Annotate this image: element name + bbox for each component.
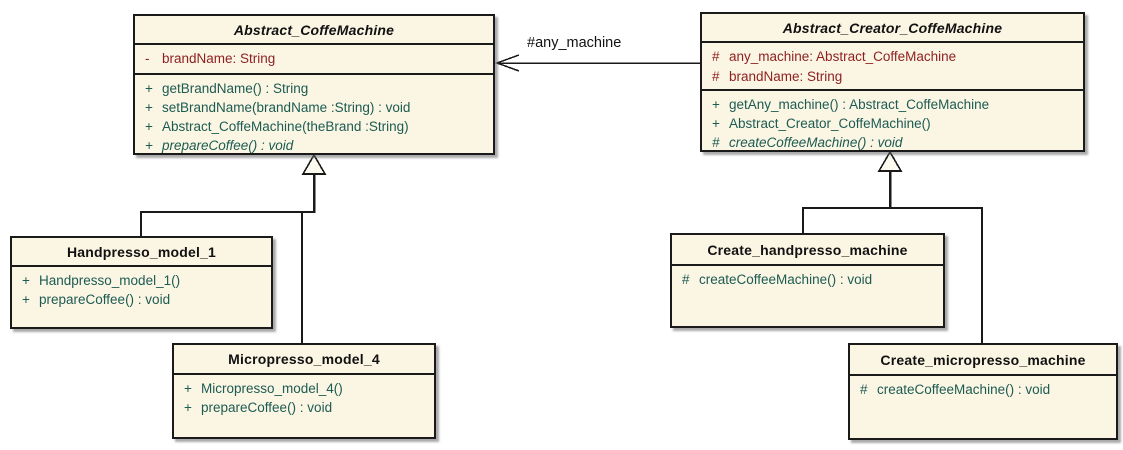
- method-signature: getAny_machine() : Abstract_CoffeMachine: [729, 97, 990, 112]
- methods-compartment: + getAny_machine() : Abstract_CoffeMachi…: [702, 89, 1083, 150]
- generalization-left: [140, 153, 327, 345]
- visibility-marker: +: [184, 381, 192, 396]
- class-title: Abstract_CoffeMachine: [233, 21, 395, 38]
- visibility-marker: #: [682, 272, 690, 287]
- attributes-compartment: # any_machine: Abstract_CoffeMachine # b…: [702, 41, 1083, 89]
- method-row: + prepareCoffee() : void: [12, 290, 271, 309]
- class-box-create-micropresso-machine: Create_micropresso_machine # createCoffe…: [848, 343, 1118, 440]
- attribute-signature: any_machine: Abstract_CoffeMachine: [729, 49, 957, 64]
- class-box-abstract-creator-coffemachine: Abstract_Creator_CoffeMachine # any_mach…: [700, 12, 1085, 152]
- methods-compartment: # createCoffeeMachine() : void: [850, 374, 1116, 438]
- attribute-row: # brandName: String: [702, 67, 1083, 87]
- visibility-marker: +: [145, 119, 153, 134]
- visibility-marker: -: [145, 51, 150, 66]
- method-row-abstract: # createCoffeeMachine() : void: [702, 133, 1083, 150]
- class-box-create-handpresso-machine: Create_handpresso_machine # createCoffee…: [670, 233, 945, 328]
- visibility-marker: +: [145, 100, 153, 115]
- method-signature: prepareCoffee() : void: [201, 400, 333, 415]
- class-title: Micropresso_model_4: [228, 351, 380, 367]
- method-row: # createCoffeeMachine() : void: [850, 380, 1116, 399]
- methods-compartment: + Handpresso_model_1() + prepareCoffee()…: [12, 265, 271, 327]
- method-signature: createCoffeeMachine() : void: [699, 272, 873, 287]
- class-box-micropresso-model-4: Micropresso_model_4 + Micropresso_model_…: [172, 343, 436, 439]
- methods-compartment: + Micropresso_model_4() + prepareCoffee(…: [174, 373, 434, 437]
- visibility-marker: #: [712, 135, 720, 150]
- method-signature: createCoffeeMachine() : void: [877, 382, 1051, 397]
- visibility-marker: #: [712, 69, 720, 84]
- method-signature: Handpresso_model_1(): [39, 273, 181, 288]
- visibility-marker: +: [712, 97, 720, 112]
- class-title: Abstract_Creator_CoffeMachine: [782, 19, 1003, 36]
- method-signature: Abstract_Creator_CoffeMachine(): [729, 116, 931, 131]
- method-signature: Abstract_CoffeMachine(theBrand :String): [162, 119, 409, 134]
- attribute-row: - brandName: String: [135, 49, 493, 69]
- class-box-handpresso-model-1: Handpresso_model_1 + Handpresso_model_1(…: [10, 236, 273, 329]
- method-row: + getBrandName() : String: [135, 79, 493, 98]
- method-row: + Abstract_CoffeMachine(theBrand :String…: [135, 117, 493, 136]
- attributes-compartment: - brandName: String: [135, 43, 493, 73]
- visibility-marker: +: [145, 138, 153, 153]
- visibility-marker: #: [860, 382, 868, 397]
- visibility-marker: +: [22, 273, 30, 288]
- visibility-marker: +: [184, 400, 192, 415]
- method-signature: Micropresso_model_4(): [201, 381, 343, 396]
- method-row: # createCoffeeMachine() : void: [672, 270, 943, 289]
- attribute-row: # any_machine: Abstract_CoffeMachine: [702, 47, 1083, 67]
- method-row: + Abstract_Creator_CoffeMachine(): [702, 114, 1083, 133]
- visibility-marker: +: [145, 81, 153, 96]
- method-row: + Handpresso_model_1(): [12, 271, 271, 290]
- class-title: Create_micropresso_machine: [880, 351, 1086, 368]
- class-title: Create_handpresso_machine: [707, 241, 908, 258]
- generalization-right: [802, 150, 983, 345]
- visibility-marker: +: [712, 116, 720, 131]
- visibility-marker: #: [712, 49, 720, 64]
- method-signature: setBrandName(brandName :String) : void: [162, 100, 411, 115]
- method-row: + prepareCoffee() : void: [174, 398, 434, 417]
- method-row: + Micropresso_model_4(): [174, 379, 434, 398]
- attribute-signature: brandName: String: [162, 51, 276, 66]
- method-row-abstract: + prepareCoffee() : void: [135, 136, 493, 153]
- class-box-abstract-coffemachine: Abstract_CoffeMachine - brandName: Strin…: [133, 14, 495, 155]
- methods-compartment: + getBrandName() : String + setBrandName…: [135, 73, 493, 153]
- method-signature: getBrandName() : String: [162, 81, 309, 96]
- method-row: + setBrandName(brandName :String) : void: [135, 98, 493, 117]
- association-label: #any_machine: [527, 35, 622, 51]
- inheritance-triangle-icon: [877, 150, 903, 172]
- method-signature: prepareCoffee() : void: [39, 292, 171, 307]
- class-title: Handpresso_model_1: [66, 243, 217, 260]
- methods-compartment: # createCoffeeMachine() : void: [672, 264, 943, 326]
- method-row: + getAny_machine() : Abstract_CoffeMachi…: [702, 95, 1083, 114]
- method-signature: createCoffeeMachine() : void: [729, 135, 903, 150]
- method-signature: prepareCoffee() : void: [162, 138, 294, 153]
- association-any-machine-arrow: [494, 54, 700, 72]
- attribute-signature: brandName: String: [729, 69, 843, 84]
- inheritance-triangle-icon: [301, 153, 327, 175]
- visibility-marker: +: [22, 292, 30, 307]
